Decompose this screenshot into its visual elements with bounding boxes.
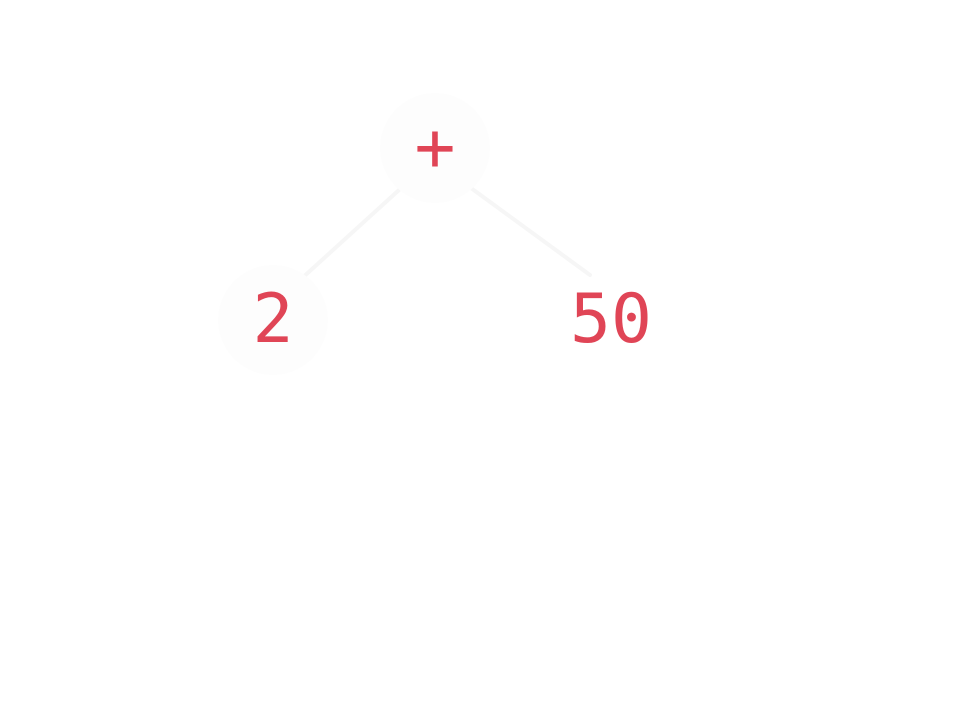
root-node-label: + [414,108,456,187]
right-node-operand: 50 [556,265,666,375]
left-node-label: 2 [252,280,294,359]
right-node-label: 50 [570,280,652,359]
left-node-operand: 2 [218,265,328,375]
edge-root-left [298,178,412,282]
edge-root-right [458,178,592,277]
root-node-operator: + [380,93,490,203]
